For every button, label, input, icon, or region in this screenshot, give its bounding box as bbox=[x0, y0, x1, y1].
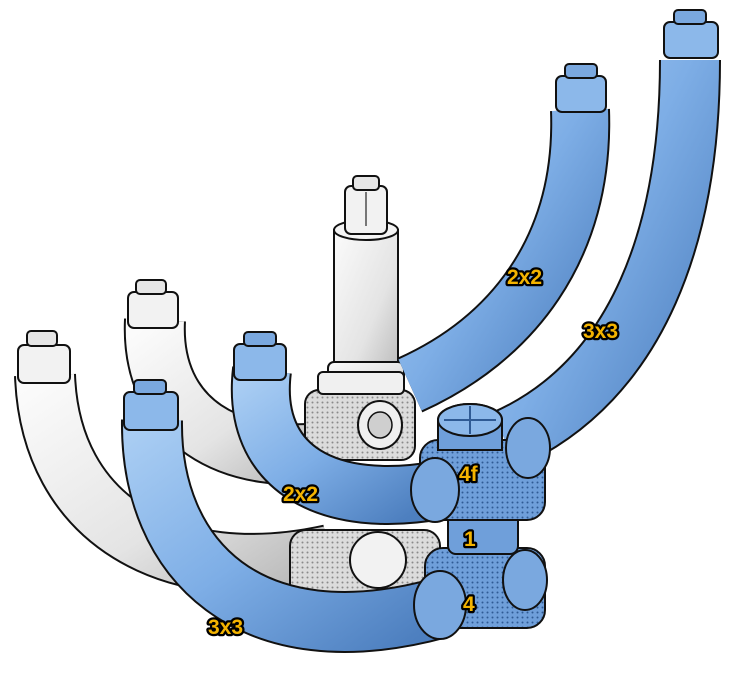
label-2x2-upper: 2x2 bbox=[507, 266, 542, 289]
label-3x3-upper: 3x3 bbox=[583, 320, 618, 343]
white-hub-upper bbox=[305, 372, 415, 460]
label-3x3-front: 3x3 bbox=[208, 616, 243, 639]
label-node-4f: 4f bbox=[459, 463, 479, 486]
white-vertical-pipe bbox=[328, 220, 404, 392]
label-node-1: 1 bbox=[464, 528, 476, 551]
label-2x2-front: 2x2 bbox=[283, 483, 318, 506]
blue-stacked-hub bbox=[411, 404, 550, 639]
label-node-4: 4 bbox=[463, 593, 475, 616]
white-connector-caps bbox=[18, 176, 387, 383]
